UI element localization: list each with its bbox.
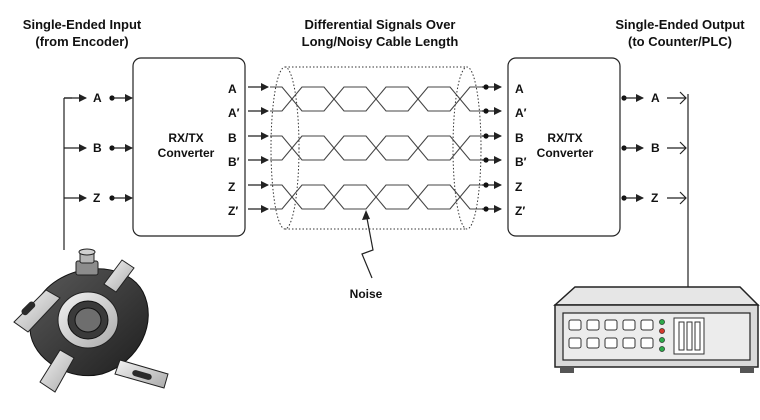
left-port-z-bar: Z′	[228, 204, 238, 218]
center-title-line1: Differential Signals Over	[305, 17, 456, 32]
center-title-line2: Long/Noisy Cable Length	[302, 34, 459, 49]
right-port-a: A	[515, 82, 524, 96]
left-port-b: B	[228, 131, 237, 145]
right-converter-label-1: RX/TX	[547, 131, 582, 145]
right-port-b-bar: B′	[515, 155, 527, 169]
twisted-pair-a	[248, 83, 502, 115]
twisted-pair-z	[248, 181, 502, 213]
right-title-line1: Single-Ended Output	[615, 17, 745, 32]
left-converter-label-1: RX/TX	[168, 131, 203, 145]
left-converter-box	[132, 57, 246, 237]
right-port-z: Z	[515, 180, 522, 194]
left-converter-label-2: Converter	[158, 146, 215, 160]
right-converter-label-2: Converter	[537, 146, 594, 160]
left-input-z: Z	[93, 191, 100, 205]
right-output-a: A	[651, 91, 660, 105]
left-title-line1: Single-Ended Input	[23, 17, 142, 32]
noise-lightning-icon	[361, 210, 374, 279]
right-port-z-bar: Z′	[515, 204, 525, 218]
right-converter-box	[507, 57, 621, 237]
encoder-icon	[13, 248, 169, 393]
right-output-b: B	[651, 141, 660, 155]
noise-label: Noise	[350, 287, 383, 301]
cable-shield	[270, 66, 482, 230]
left-input-bus	[63, 97, 72, 250]
right-port-a-bar: A′	[515, 106, 527, 120]
right-output-wires	[667, 97, 686, 199]
twisted-pair-b	[248, 132, 502, 164]
right-output-z: Z	[651, 191, 658, 205]
right-port-b: B	[515, 131, 524, 145]
left-title-line2: (from Encoder)	[35, 34, 128, 49]
left-input-b: B	[93, 141, 102, 155]
counter-plc-icon	[553, 286, 760, 373]
left-port-z: Z	[228, 180, 235, 194]
left-port-a: A	[228, 82, 237, 96]
left-port-a-bar: A′	[228, 106, 240, 120]
right-title-line2: (to Counter/PLC)	[628, 34, 732, 49]
left-port-b-bar: B′	[228, 155, 240, 169]
left-input-a: A	[93, 91, 102, 105]
